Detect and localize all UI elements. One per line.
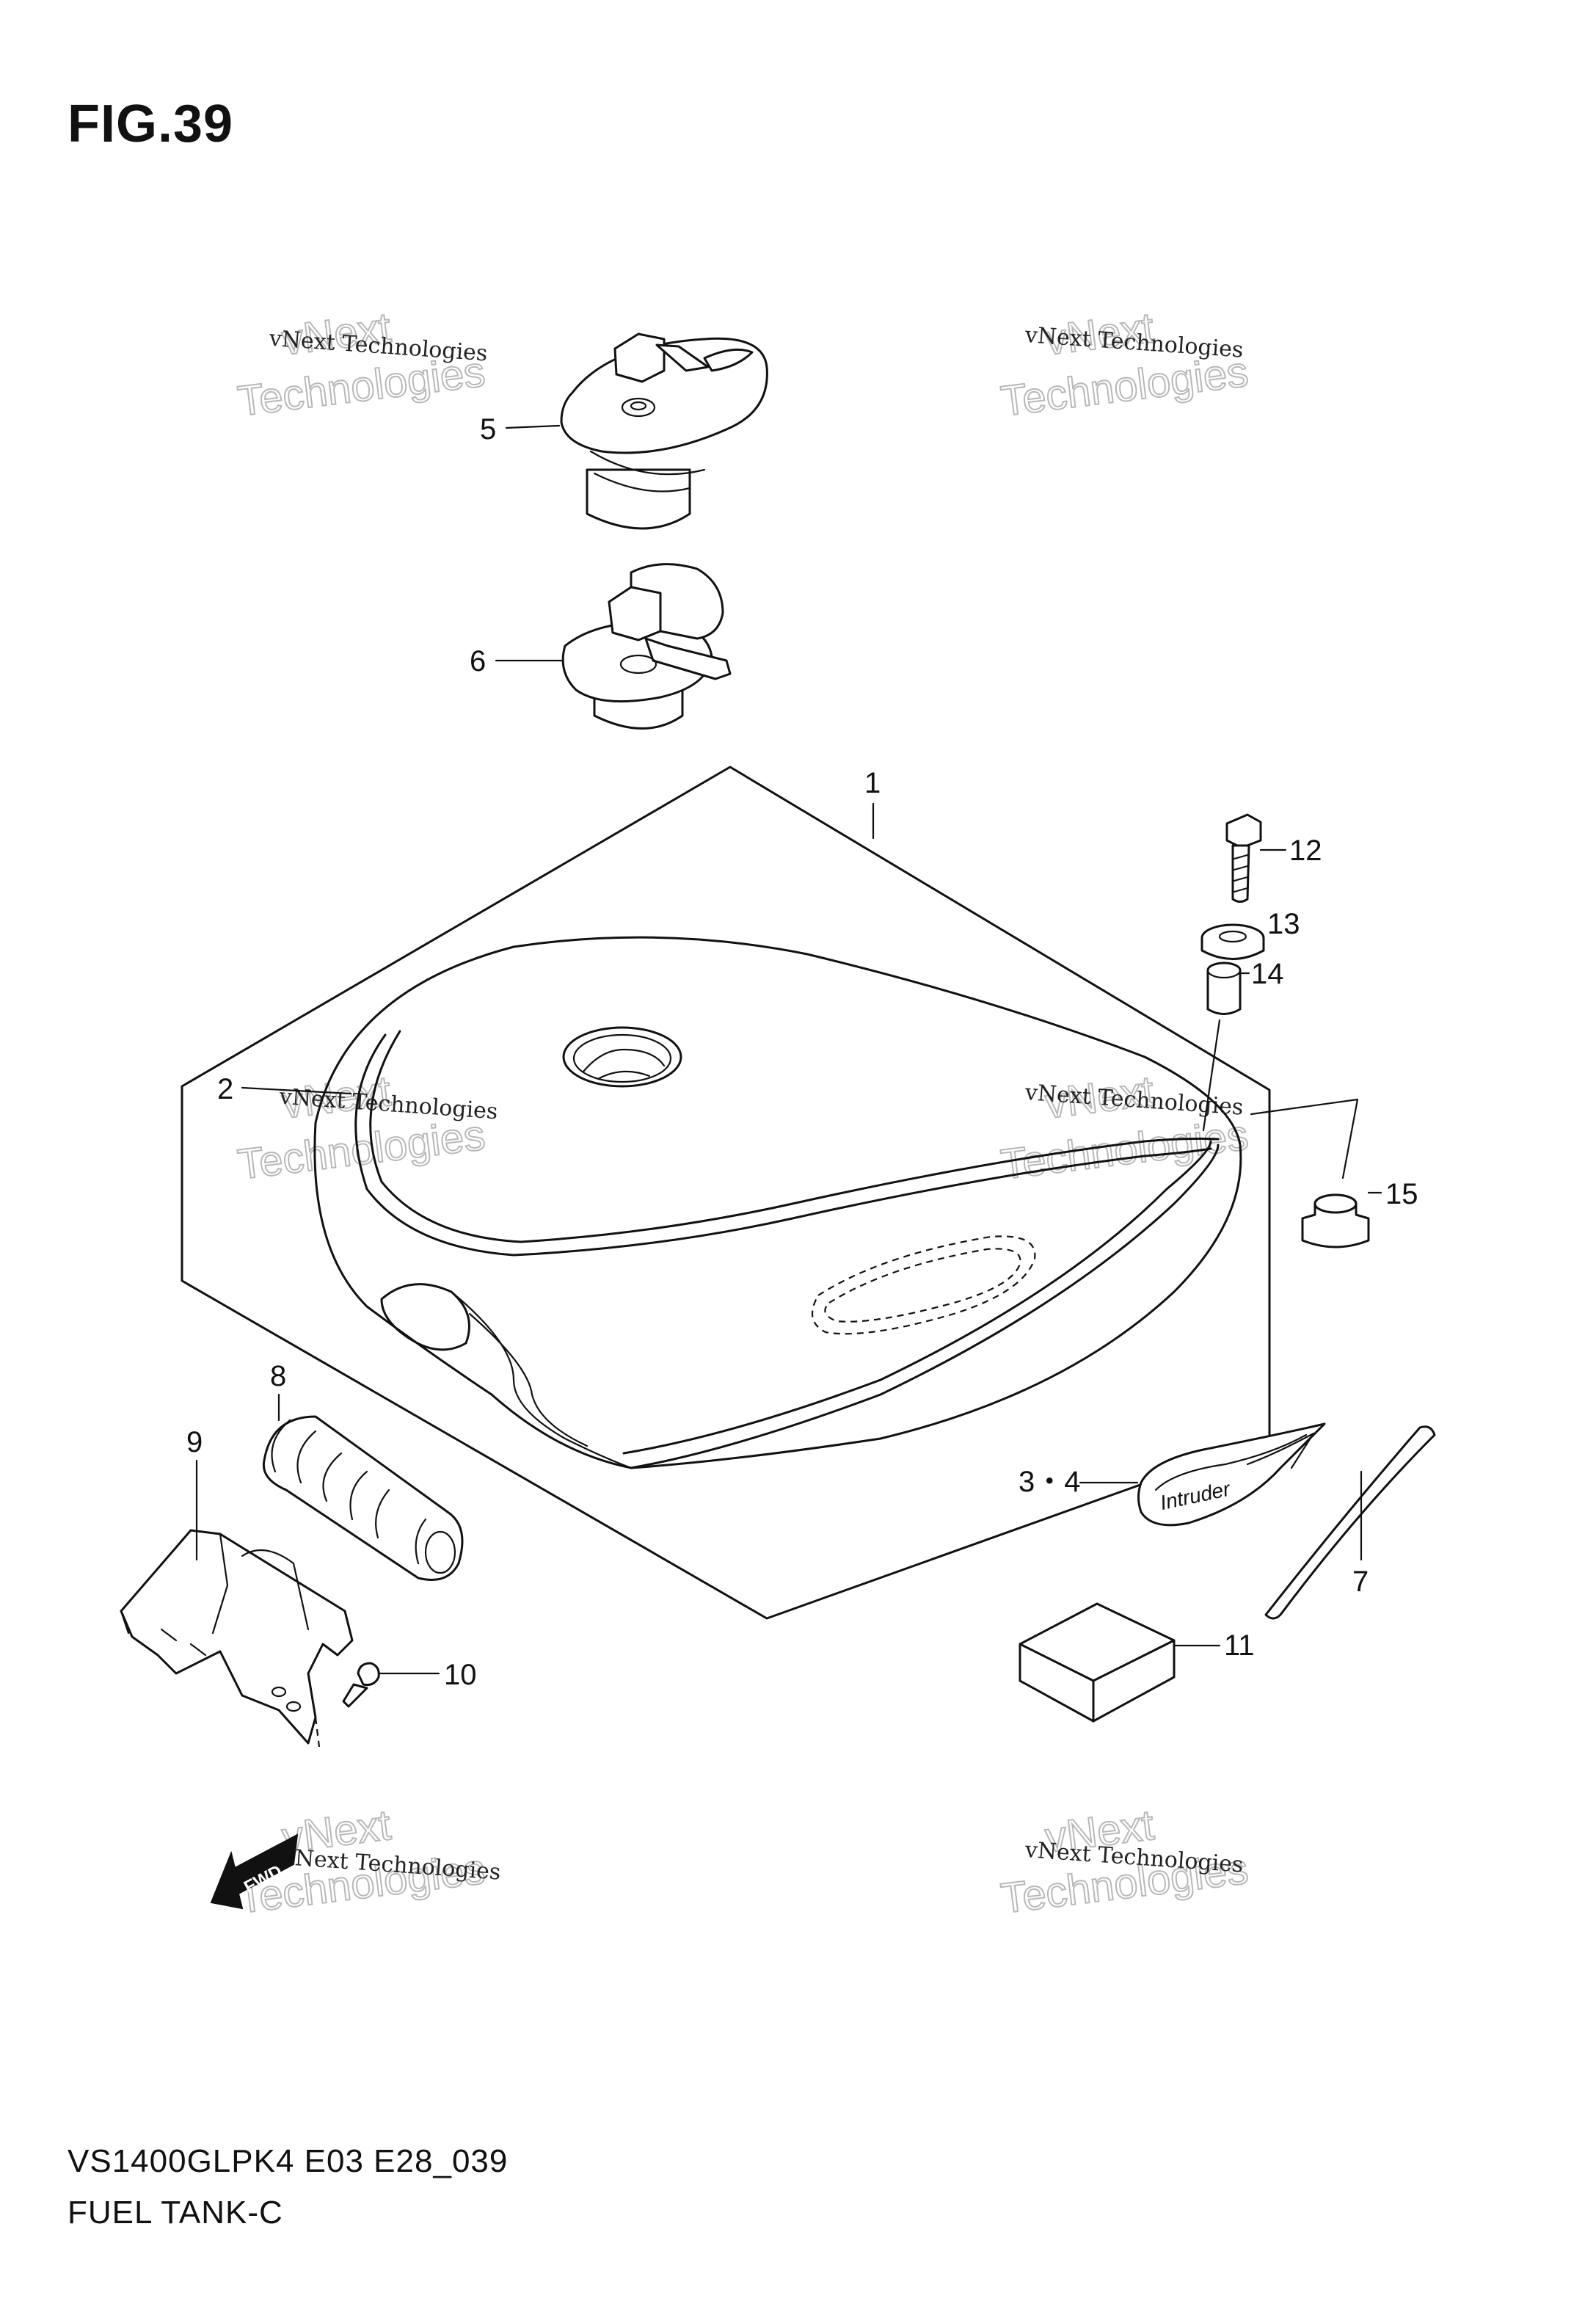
callout-7: 7: [1352, 1470, 1369, 1598]
leader-cushion-to-tank: [1250, 1098, 1359, 1179]
callout-9: 9: [186, 1426, 203, 1561]
part-1-fuel-tank[interactable]: [181, 766, 1271, 1620]
callout-label: 15: [1385, 1178, 1418, 1210]
callout-2: 2: [217, 1073, 352, 1105]
callout-3-4: 3・4: [1019, 1466, 1139, 1498]
part-14-collar[interactable]: [1206, 961, 1242, 1015]
leader-collar-to-tank: [1202, 1019, 1221, 1132]
callout-label: 7: [1352, 1566, 1369, 1598]
callout-12: 12: [1259, 835, 1322, 867]
callout-5: 5: [480, 413, 561, 446]
callout-label: 9: [186, 1426, 203, 1458]
part-9-bracket[interactable]: [120, 1529, 354, 1748]
callout-label: 12: [1289, 835, 1322, 867]
callout-label: 1: [864, 767, 881, 799]
callout-1: 1: [864, 767, 881, 840]
callout-13: 13: [1267, 908, 1300, 940]
part-7-trim-strip[interactable]: [1264, 1425, 1436, 1620]
callout-label: 8: [270, 1360, 286, 1392]
part-5-fuel-cap[interactable]: [560, 332, 768, 530]
callout-label: 5: [480, 413, 496, 446]
part-3-4-emblem[interactable]: Intruder: [1137, 1422, 1326, 1527]
part-12-bolt[interactable]: [1225, 813, 1262, 903]
callout-label: 11: [1224, 1629, 1255, 1662]
callout-15: 15: [1367, 1178, 1418, 1210]
part-15-cushion[interactable]: [1301, 1193, 1370, 1248]
callout-8: 8: [270, 1360, 286, 1422]
callout-10: 10: [379, 1659, 477, 1691]
callout-11: 11: [1173, 1629, 1255, 1662]
callout-label: 2: [217, 1073, 233, 1105]
figure-title: FIG.39: [68, 95, 234, 153]
figure-name: FUEL TANK-C: [68, 2195, 283, 2231]
callout-label: 3・4: [1019, 1466, 1081, 1498]
callout-label: 6: [470, 645, 486, 677]
part-6-fuel-cap-key[interactable]: [561, 563, 732, 730]
callout-label: 13: [1267, 908, 1300, 940]
watermark-brand-bottom: Technologies: [235, 1111, 487, 1189]
part-11-block[interactable]: [1019, 1602, 1176, 1723]
watermark-mid-left: vNext Technologies: [234, 1066, 488, 1190]
model-code: VS1400GLPK4 E03 E28_039: [68, 2143, 509, 2179]
callout-label: 14: [1251, 958, 1284, 990]
part-13-washer[interactable]: [1200, 923, 1265, 960]
part-8-damper[interactable]: [262, 1415, 464, 1581]
part-10-screw[interactable]: [342, 1662, 380, 1708]
callout-14: 14: [1239, 958, 1284, 990]
watermark-brand-bottom: Technologies: [998, 1111, 1250, 1189]
callout-label: 10: [444, 1659, 477, 1691]
callout-6: 6: [470, 645, 565, 677]
